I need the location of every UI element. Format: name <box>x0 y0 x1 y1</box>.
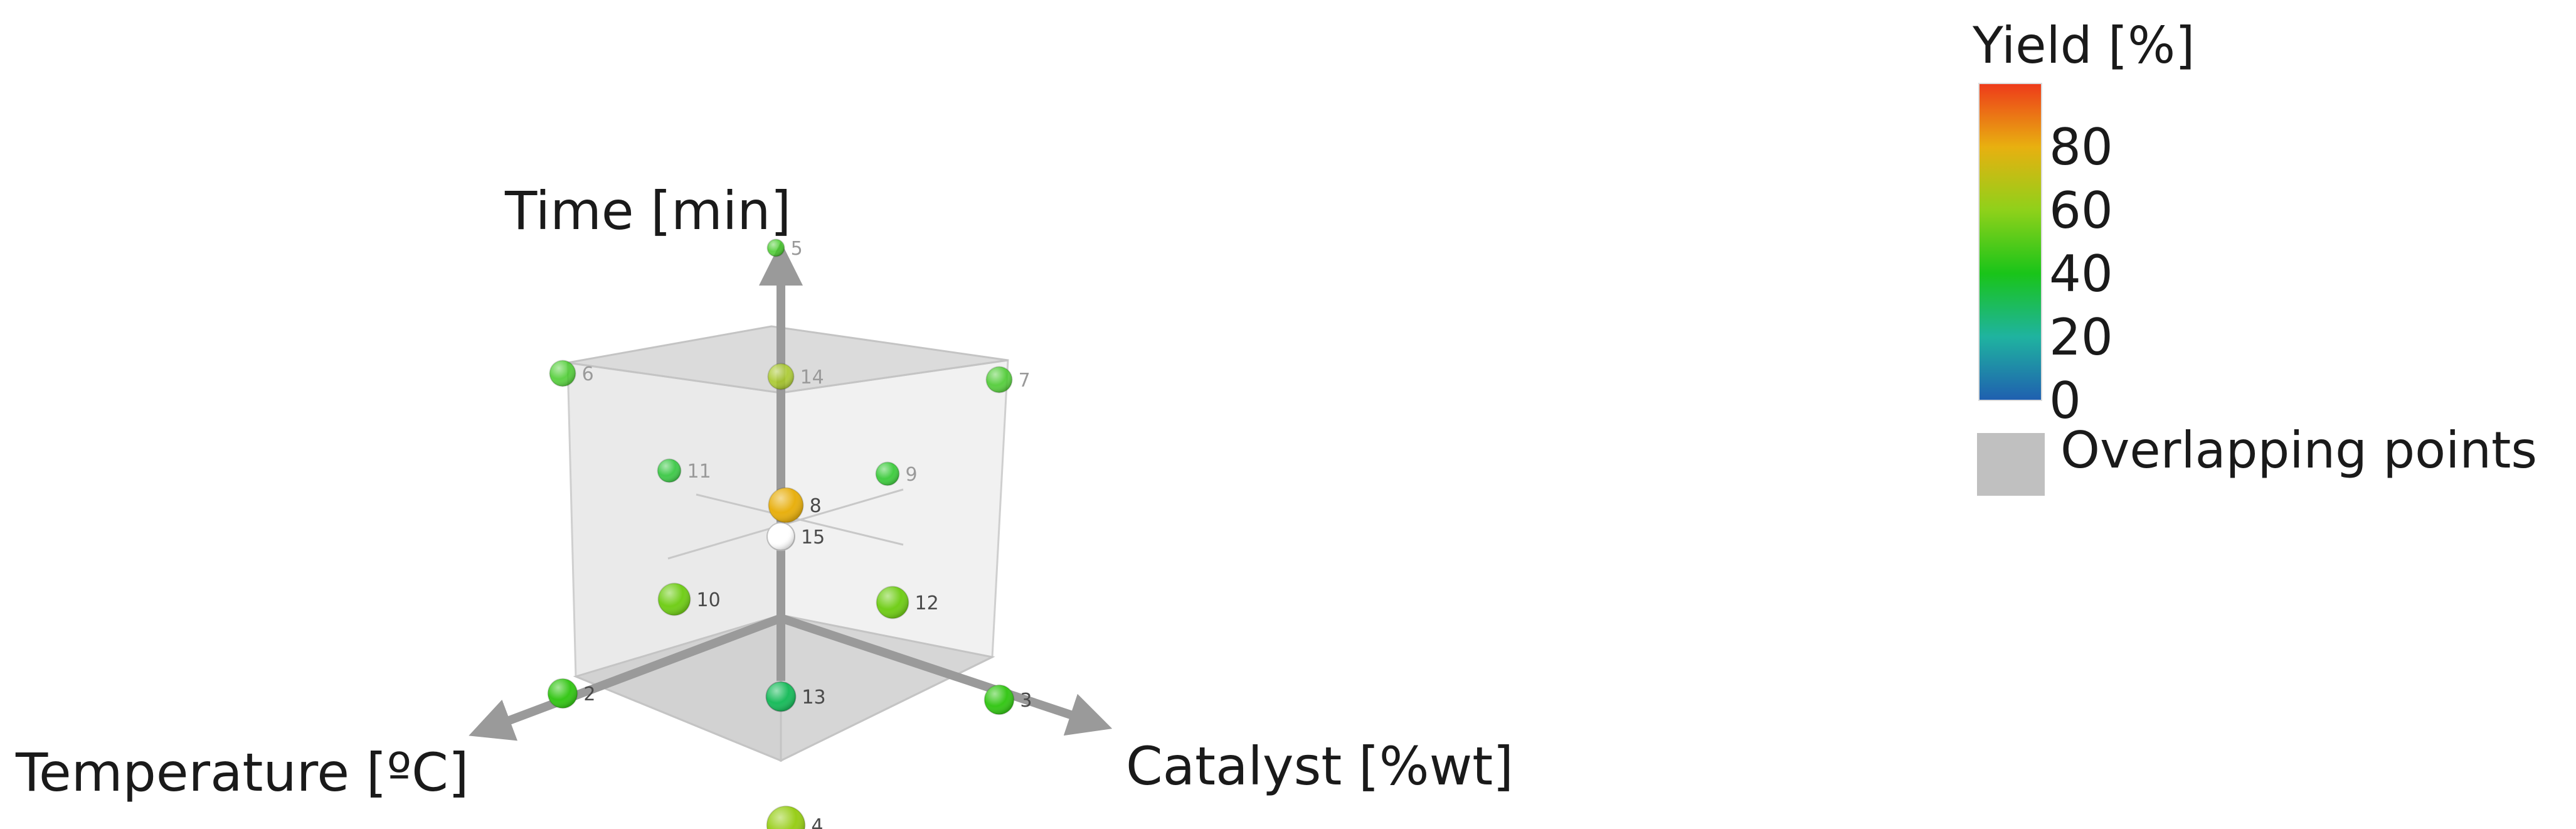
data-point-label: 7 <box>1019 370 1031 392</box>
data-point-label: 9 <box>906 464 918 486</box>
data-point-shading <box>986 366 1012 393</box>
data-point-shading <box>658 583 691 616</box>
colorbar-title: Yield [%] <box>1972 16 2195 75</box>
data-point[interactable]: 2 <box>547 678 596 709</box>
axis-title-catalyst: Catalyst [%wt] <box>1126 735 1513 797</box>
axis-title-temperature: Temperature [ºC] <box>15 742 469 803</box>
data-point-label: 10 <box>697 589 721 611</box>
data-point-label: 13 <box>802 687 825 709</box>
data-point-shading <box>876 462 899 486</box>
data-point[interactable]: 12 <box>876 586 939 619</box>
data-point-label: 15 <box>801 527 825 548</box>
data-point-label: 1 <box>802 687 814 709</box>
catalyst-axis <box>779 614 1113 736</box>
data-point[interactable]: 9 <box>875 461 918 486</box>
data-point-shading <box>657 459 681 483</box>
data-point-label: 3 <box>1020 690 1032 712</box>
data-point[interactable]: 6 <box>549 360 594 387</box>
data-point-label: 11 <box>687 461 711 483</box>
data-point[interactable]: 11 <box>657 458 711 483</box>
data-point-shading <box>766 806 805 829</box>
colorbar-tick-label: 60 <box>2049 181 2113 240</box>
data-point-shading <box>768 363 794 390</box>
data-point-label: 5 <box>791 238 803 260</box>
data-point-shading <box>549 360 576 387</box>
data-point-label: 14 <box>800 366 824 388</box>
axes <box>469 242 1113 741</box>
overlap-swatch <box>1977 433 2045 496</box>
axis-title-time: Time [min] <box>504 180 791 242</box>
data-point[interactable]: 3 <box>983 684 1032 715</box>
data-point-label: 2 <box>583 683 595 705</box>
data-point-label: 6 <box>582 363 594 385</box>
data-point[interactable]: 10 <box>657 582 721 616</box>
data-point[interactable]: 13 <box>765 681 826 712</box>
data-point[interactable]: 7 <box>985 366 1031 393</box>
data-point[interactable]: 4 <box>766 805 824 829</box>
cube-top-face <box>567 325 1009 394</box>
data-point-label: 12 <box>915 592 939 614</box>
data-point-shading <box>548 678 578 709</box>
data-point-shading <box>766 682 796 712</box>
colorbar <box>1978 83 2042 401</box>
data-point-shading <box>984 685 1014 715</box>
data-point[interactable]: 8 <box>768 487 822 523</box>
colorbar-tick-label: 40 <box>2049 245 2113 303</box>
data-point-shading <box>768 488 803 523</box>
data-point[interactable]: 5 <box>766 238 803 260</box>
data-point-shading <box>767 523 795 550</box>
data-point-label: 8 <box>810 495 822 517</box>
data-point-shading <box>767 239 785 257</box>
colorbar-tick-label: 0 <box>2049 372 2081 430</box>
overlap-label: Overlapping points <box>2060 421 2537 479</box>
data-point-shading <box>876 586 909 619</box>
data-point[interactable]: 14 <box>767 363 824 390</box>
colorbar-tick-label: 80 <box>2049 118 2113 176</box>
data-point-label: 4 <box>811 815 823 829</box>
colorbar-tick-label: 20 <box>2049 308 2113 366</box>
data-point[interactable]: 15 <box>766 522 825 551</box>
temperature-axis <box>469 614 783 741</box>
